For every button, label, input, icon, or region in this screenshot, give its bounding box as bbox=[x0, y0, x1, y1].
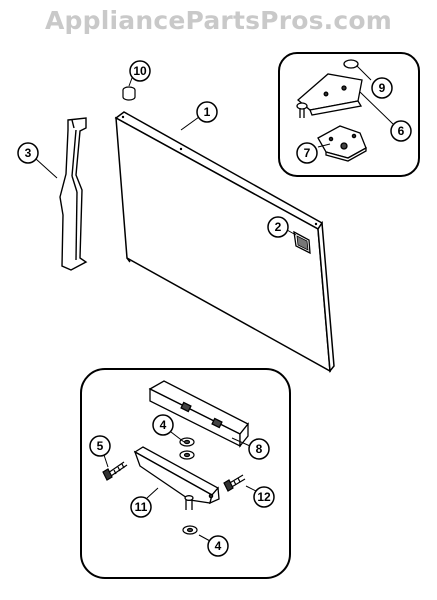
callout-7: 7 bbox=[296, 142, 318, 164]
leader-line-handle bbox=[35, 158, 58, 179]
lower-hinge-bracket-part bbox=[133, 446, 220, 510]
callout-3: 3 bbox=[17, 142, 39, 164]
spacer-plate-part bbox=[317, 125, 367, 162]
site-watermark: AppliancePartsPros.com bbox=[44, 6, 393, 35]
callout-4-lower: 4 bbox=[207, 535, 229, 557]
hinge-block-part bbox=[148, 380, 250, 448]
door-panel-part bbox=[114, 111, 335, 373]
washer-pair-part bbox=[179, 437, 195, 460]
inset-lower-hinge bbox=[80, 368, 291, 579]
svg-text:4: 4 bbox=[160, 418, 167, 432]
washer-part-lower bbox=[182, 525, 198, 535]
callout-9: 9 bbox=[371, 77, 393, 99]
washer-part bbox=[343, 59, 359, 69]
svg-text:7: 7 bbox=[304, 146, 311, 160]
svg-text:12: 12 bbox=[257, 490, 271, 504]
callout-2: 2 bbox=[267, 216, 289, 238]
callout-4-upper: 4 bbox=[152, 414, 174, 436]
svg-text:11: 11 bbox=[135, 500, 148, 514]
screw-part bbox=[102, 461, 128, 481]
svg-text:2: 2 bbox=[275, 220, 282, 234]
leader-lines-panel bbox=[128, 77, 297, 236]
svg-text:10: 10 bbox=[133, 64, 147, 78]
callout-10: 10 bbox=[129, 60, 151, 82]
svg-text:3: 3 bbox=[25, 146, 32, 160]
svg-text:9: 9 bbox=[379, 81, 386, 95]
svg-text:4: 4 bbox=[215, 539, 222, 553]
nameplate-part bbox=[293, 230, 311, 255]
callout-6: 6 bbox=[390, 120, 412, 142]
callout-5: 5 bbox=[89, 435, 111, 457]
hinge-plate-part bbox=[296, 73, 363, 118]
callout-1: 1 bbox=[196, 101, 218, 123]
screw-part-right bbox=[223, 474, 246, 492]
leader-lines-bottom bbox=[103, 431, 257, 542]
svg-text:8: 8 bbox=[256, 442, 263, 456]
leader-lines-top-right bbox=[317, 65, 394, 148]
callout-8: 8 bbox=[248, 438, 270, 460]
callout-12: 12 bbox=[253, 486, 275, 508]
inset-hinge-plates bbox=[278, 52, 420, 177]
svg-text:1: 1 bbox=[204, 105, 211, 119]
svg-text:6: 6 bbox=[398, 124, 405, 138]
svg-text:5: 5 bbox=[97, 439, 104, 453]
callout-11: 11 bbox=[130, 496, 152, 518]
door-handle-part bbox=[59, 117, 88, 271]
plug-button-part bbox=[122, 86, 136, 101]
